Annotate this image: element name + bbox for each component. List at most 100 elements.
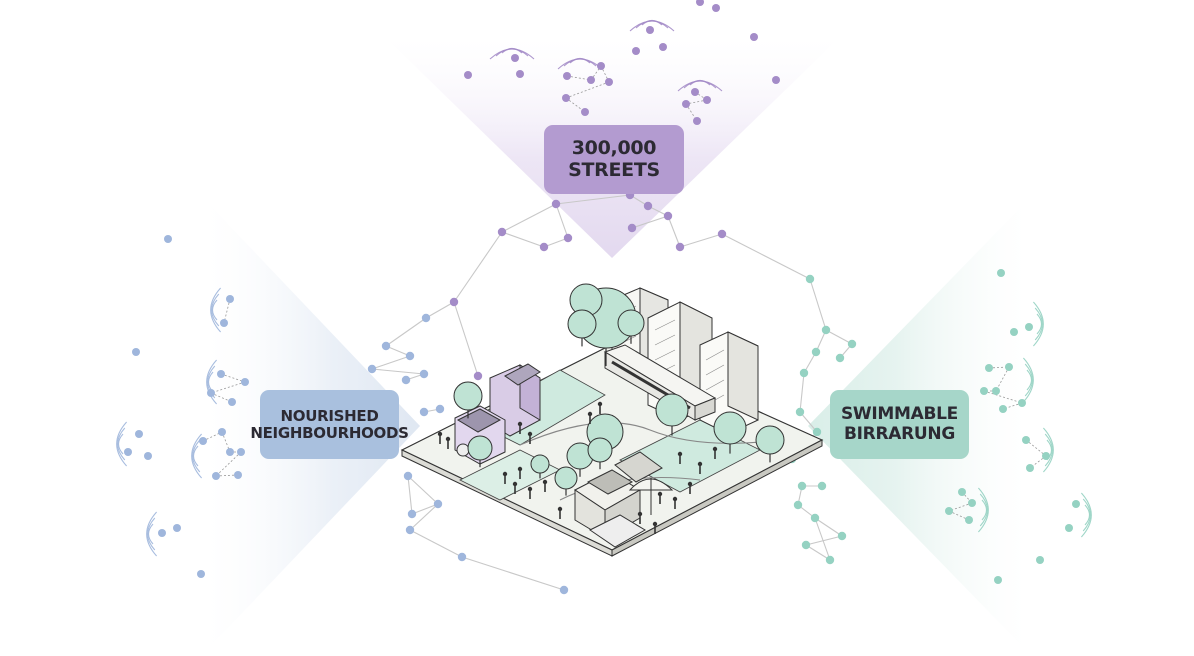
signal-arc (1084, 504, 1091, 526)
constellation-node (659, 43, 667, 51)
network-node (799, 368, 809, 378)
constellation-link (590, 65, 602, 81)
person-head (527, 486, 533, 492)
constellation-node (1022, 436, 1030, 444)
constellation-node (994, 576, 1002, 584)
constellation-node (587, 76, 595, 84)
network-link (825, 329, 853, 345)
signal-arc (981, 499, 988, 521)
signal-arc (489, 48, 535, 60)
constellation-node (144, 452, 152, 460)
constellation-node (693, 117, 701, 125)
tree-canopy (453, 381, 483, 411)
constellation-node (234, 471, 242, 479)
network-node (435, 404, 445, 414)
signal-arc (147, 523, 154, 545)
constellation-link (995, 366, 1010, 392)
signal-arc (1024, 363, 1033, 397)
network-node (793, 500, 803, 510)
constellation-link (215, 451, 242, 477)
neighbourhood-illustration (400, 283, 824, 557)
constellation-node (772, 76, 780, 84)
constellation-node (581, 108, 589, 116)
person-head (527, 431, 533, 437)
network-link (409, 529, 463, 558)
person-head (677, 451, 683, 457)
constellation-node (1036, 556, 1044, 564)
person-head (557, 506, 563, 512)
streets-label-line2: STREETS (568, 158, 660, 181)
network-node (795, 407, 805, 417)
signal-arc (117, 433, 124, 455)
network-link (371, 355, 411, 370)
network-link (805, 535, 843, 546)
person-head (687, 481, 693, 487)
constellation-node (516, 70, 524, 78)
trees (453, 283, 785, 496)
network-link (679, 233, 723, 248)
neighbourhoods-label: NOURISHED NEIGHBOURHOODS (250, 390, 409, 459)
network-node (401, 375, 411, 385)
neighbourhoods-label-line2: NEIGHBOURHOODS (250, 423, 409, 442)
constellation-node (217, 370, 225, 378)
network-node (643, 201, 653, 211)
constellation-node (226, 448, 234, 456)
constellation-node (992, 387, 1000, 395)
network-link (385, 345, 411, 357)
network-link (667, 215, 681, 248)
birrarung-label-line2: BIRRARUNG (843, 423, 955, 444)
constellation-link (983, 390, 1023, 404)
network-node (539, 242, 549, 252)
network-node (419, 369, 429, 379)
network-link (501, 231, 545, 248)
network-node (381, 341, 391, 351)
constellation-node (1010, 328, 1018, 336)
constellation-node (965, 516, 973, 524)
constellation-node (173, 524, 181, 532)
tree-canopy (554, 466, 578, 490)
constellation-link (600, 65, 610, 83)
person-head (587, 411, 593, 417)
person-head (597, 401, 603, 407)
constellation-node (703, 96, 711, 104)
network-node (473, 371, 483, 381)
constellation-node (985, 364, 993, 372)
constellation-node (1018, 399, 1026, 407)
network-link (631, 215, 669, 229)
network-link (411, 503, 439, 515)
network-link (555, 203, 569, 239)
person-head (542, 479, 548, 485)
constellation-node (1025, 323, 1033, 331)
network-link (805, 544, 831, 561)
constellation-node (958, 488, 966, 496)
signal-arc (677, 80, 723, 92)
signal-arc (211, 299, 218, 321)
network-node (817, 481, 827, 491)
tree-canopy (755, 425, 785, 455)
signal-arc (192, 445, 199, 467)
signal-arc (146, 511, 158, 557)
signal-arc (211, 293, 220, 327)
network-node (367, 364, 377, 374)
network-link (543, 237, 569, 248)
network-node (563, 233, 573, 243)
constellation-node (464, 71, 472, 79)
network-link (425, 301, 455, 319)
network-node (407, 509, 417, 519)
constellation-node (691, 88, 699, 96)
network-link (501, 203, 557, 233)
network-node (421, 313, 431, 323)
constellation-node (682, 100, 690, 108)
signal-arc (1032, 301, 1044, 347)
constellation-node (511, 54, 519, 62)
network-link (814, 517, 831, 561)
network-node (419, 407, 429, 417)
constellation-node (197, 570, 205, 578)
constellation-node (646, 26, 654, 34)
signal-arc (206, 359, 218, 405)
constellation-node (562, 94, 570, 102)
network-node (449, 297, 459, 307)
tree-canopy (713, 411, 747, 445)
constellation-node (999, 405, 1007, 413)
network-link (809, 278, 827, 331)
